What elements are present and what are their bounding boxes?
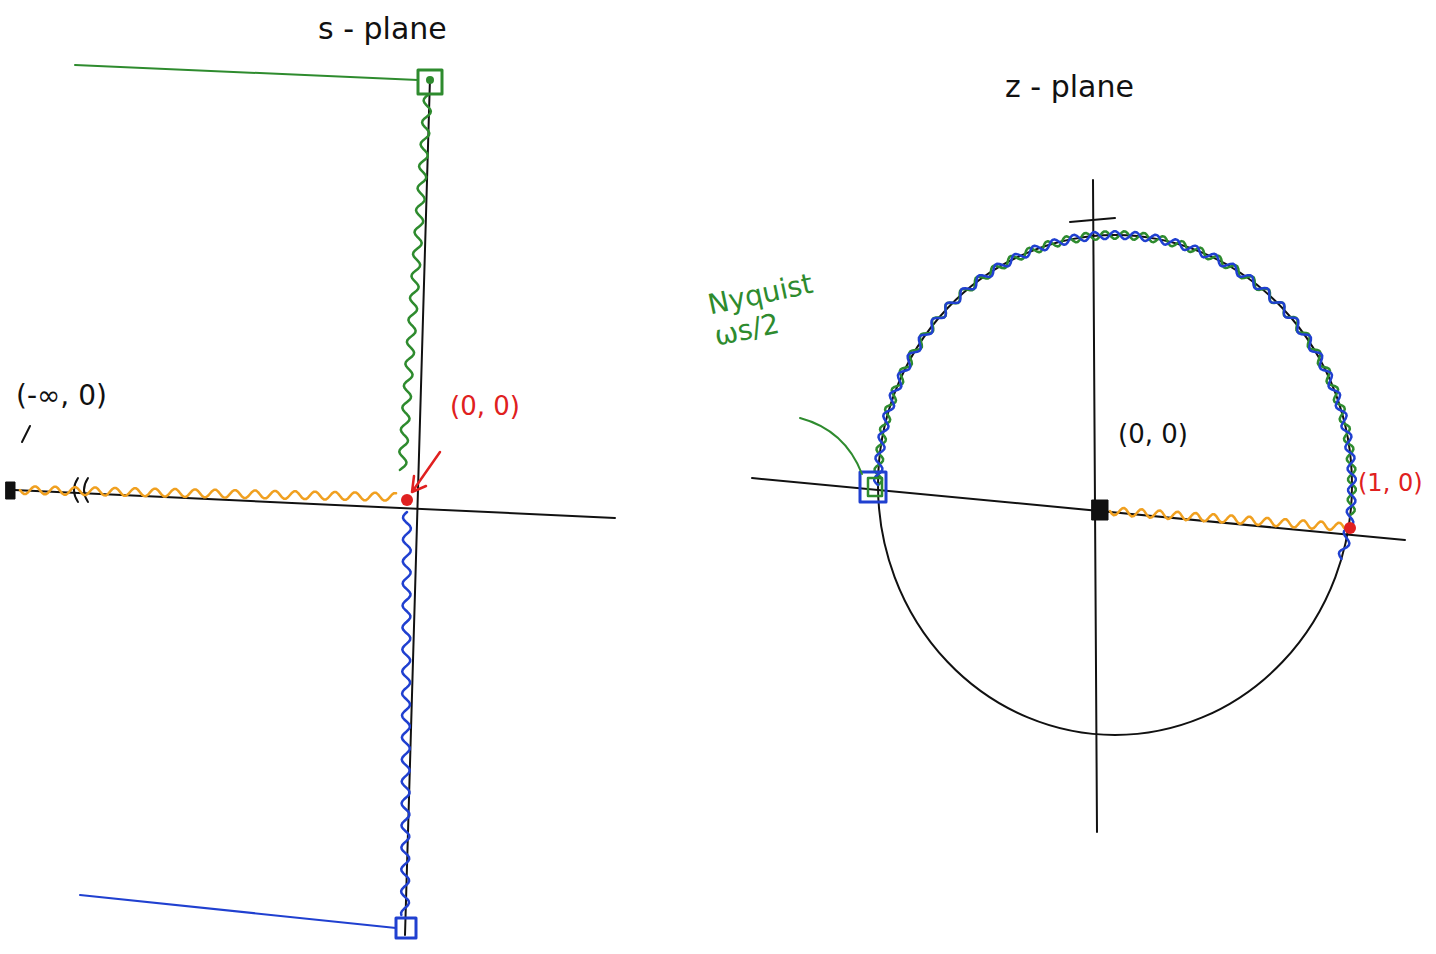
origin-marker <box>1092 500 1108 520</box>
unit-circle <box>878 235 1352 735</box>
origin-dot <box>401 494 413 506</box>
imag-axis-lower-trace <box>401 512 411 915</box>
plane-title: s - plane <box>318 12 538 47</box>
nyquist-label: Nyquist ωs/2 <box>705 259 865 353</box>
plane-title: z - plane <box>1005 70 1225 105</box>
origin-label: (0, 0) <box>1118 420 1238 450</box>
lower-circle-trace <box>874 231 1356 559</box>
marker-square <box>396 918 416 938</box>
marker-square <box>418 70 442 94</box>
point-label: (-∞, 0) <box>16 380 176 412</box>
leader-line <box>75 65 418 80</box>
nyquist-square <box>860 472 886 502</box>
imag-axis-upper-trace <box>399 95 431 470</box>
nyquist-square-inner <box>868 478 882 496</box>
leader-line <box>80 895 396 928</box>
upper-circle-trace <box>875 231 1356 515</box>
axis-break-mark <box>74 478 88 502</box>
real-axis-trace <box>20 486 396 500</box>
pointer-arrow <box>412 452 440 492</box>
leader-tick <box>22 426 30 442</box>
marker-dot <box>426 76 434 84</box>
z-real-axis <box>752 478 1405 540</box>
unity-dot <box>1344 522 1356 534</box>
origin-label: (0, 0) <box>450 392 570 422</box>
unity-label: (1, 0) <box>1358 470 1430 498</box>
nyquist-leader <box>800 418 862 474</box>
radius-trace <box>1110 508 1344 530</box>
axis-end-cap <box>6 482 15 499</box>
circle-overdraw <box>1070 218 1115 222</box>
